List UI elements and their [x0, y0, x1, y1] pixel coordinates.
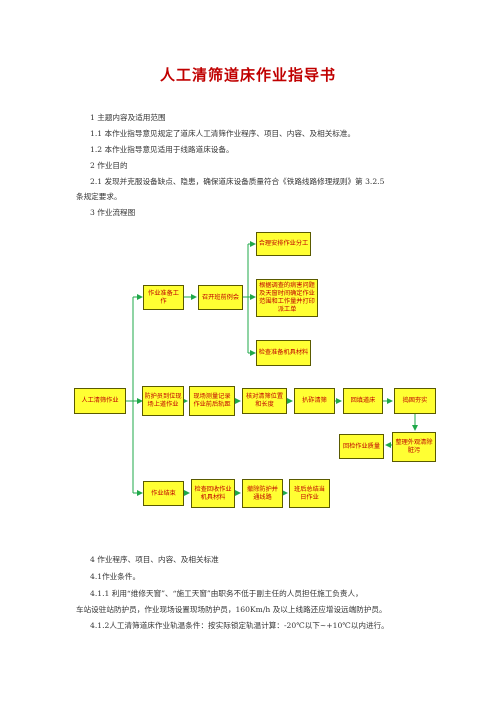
node-position: 核对清筛位置和长度 — [242, 388, 287, 414]
node-prep: 作业准备工作 — [143, 285, 184, 310]
node-start: 人工清筛作业 — [74, 388, 126, 414]
node-survey: 根据调查的病害问题及天窗时间确定作业范围和工作量并打印派工单 — [256, 279, 318, 317]
node-end: 作业结束 — [143, 481, 184, 506]
node-tamp: 捣固夯实 — [394, 388, 436, 414]
node-dig: 扒砟清筛 — [294, 388, 335, 414]
document-title: 人工清筛道床作业指导书 — [159, 66, 336, 84]
node-backfill: 回填道床 — [343, 388, 383, 414]
node-meeting: 召开班前例会 — [198, 285, 243, 310]
node-measure: 现场测量记录作业前后轨距 — [189, 386, 235, 416]
node-summary: 班后总结当日作业 — [289, 479, 330, 508]
node-quality: 回检作业质量 — [339, 434, 384, 459]
para-1-2: 1.2 本作业指导意见适用于线路道床设备。 — [90, 145, 234, 154]
para-2-1-cont: 条规定要求。 — [76, 192, 122, 201]
node-checktools: 检查回收作业机具材料 — [191, 479, 235, 508]
node-assign: 合理安排作业分工 — [256, 232, 311, 256]
heading-scope: 1 主题内容及适用范围 — [90, 113, 166, 122]
heading-4-1: 4.1作业条件。 — [90, 572, 141, 581]
para-2-1: 2.1 发现并克服设备缺点、隐患，确保道床设备质量符合《铁路线路修理规则》第 3… — [90, 177, 385, 186]
node-guard: 防护员到位现场上道作业 — [142, 386, 184, 416]
node-tools: 检查准备机具材料 — [256, 340, 311, 366]
heading-procedure: 4 作业程序、项目、内容、及相关标准 — [90, 555, 219, 564]
para-1-1: 1.1 本作业指导意见规定了道床人工清筛作业程序、项目、内容、及相关标准。 — [90, 129, 356, 138]
para-4-1-1: 4.1.1 利用“维修天窗”、“施工天窗”由职务不低于副主任的人员担任施工负责人… — [90, 589, 363, 598]
para-4-1-2: 4.1.2人工清筛道床作业轨温条件：按实际锁定轨温计算：-20℃以下~+10℃以… — [90, 621, 389, 630]
heading-flowchart: 3 作业流程图 — [90, 208, 136, 217]
node-tidy: 整理外观清除脏污 — [392, 432, 436, 462]
node-clear: 撤除防护并通线路 — [242, 479, 283, 508]
heading-purpose: 2 作业目的 — [90, 161, 128, 170]
para-4-1-1-cont: 车站设驻站防护员，作业现场设置现场防护员，160Km/h 及以上线路还应增设远端… — [76, 605, 387, 614]
